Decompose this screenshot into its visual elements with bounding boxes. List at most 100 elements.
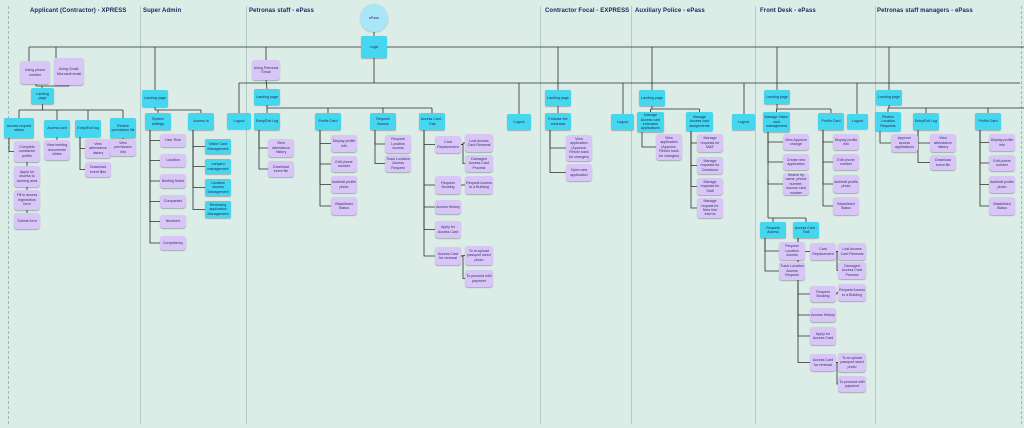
blacklisted-status-node[interactable]: Blacklisted Status [833,197,859,215]
access-to-node[interactable]: Access to [188,113,214,130]
manage-access-card-assignments-node[interactable]: Manage Access card assignments [686,112,713,131]
card-replacement-node[interactable]: Card Replacement [435,136,461,153]
location-node[interactable]: Location [160,154,186,167]
access-card-for-renewal-node[interactable]: Access Card for renewal [435,247,461,265]
blacklisted-status-node[interactable]: Blacklisted Status [331,197,357,215]
landing-page-node[interactable]: Landing page [545,90,571,106]
endorse-the-contracts-node[interactable]: Endorse the contracts [545,113,571,130]
request-location-access-node[interactable]: Request Location Access [779,242,805,260]
track-location-access-request-node[interactable]: Track Location Access Request [385,155,411,172]
download-event-file-node[interactable]: Download event file [268,161,294,177]
manage-access-card-extension-applications-node[interactable]: Manage Access card extension application… [637,112,664,132]
fill-in-access-registration-form-node[interactable]: Fill in access registration form [14,190,40,210]
user-role-node[interactable]: User Role [160,134,186,147]
view-briefing-documents-slides-node[interactable]: View briefing documents slides [44,140,70,160]
download-event-file-node[interactable]: Download event file [930,155,956,170]
logout-node[interactable]: Logout [847,114,868,129]
entry-exit-log-node[interactable]: Entry/Exit Log [254,113,280,130]
apply-for-access-card-node[interactable]: Apply for Access Card [435,221,461,238]
manage-request-for-new-hire-interns-node[interactable]: Manage request for New hire interns [697,198,723,218]
add-edit-profile-photo-node[interactable]: Add/edit profile photo [833,175,859,193]
edit-phone-number-node[interactable]: Edit phone number [833,154,859,170]
add-edit-profile-photo-node[interactable]: Add/edit profile photo [331,176,357,193]
view-application-approve-return-back-for-changes-node[interactable]: View application (Approve, Return back f… [566,135,592,161]
lanyard-management-node[interactable]: Lanyard management [205,159,231,174]
numbers-node[interactable]: Numbers [160,215,186,228]
access-card-node[interactable]: Access card [44,120,70,137]
landing-page-node[interactable]: Landing page [639,90,665,106]
landing-page-node[interactable]: Landing page [876,90,902,105]
briefing-notes-node[interactable]: Briefing Notes [160,174,186,188]
competency-node[interactable]: Competency [160,236,186,250]
landing-page-node[interactable]: Landing page [31,88,54,104]
open-new-application-node[interactable]: Open new application [566,164,592,181]
location-access-management-node[interactable]: Location Access Management [205,179,231,196]
profile-card-node[interactable]: Profile Card [975,113,1001,130]
profile-card-node[interactable]: Profile Card [818,113,844,130]
to-re-upload-passport-sized-photo-node[interactable]: To re-upload passport sized photo [465,246,493,265]
request-booking-node[interactable]: Request Booking [435,176,461,194]
system-settings-node[interactable]: System settings [145,113,171,130]
logout-node[interactable]: Logout [507,114,531,130]
view-permission-info-node[interactable]: View permission info [110,139,136,156]
request-access-node[interactable]: Request Access [760,222,786,238]
to-re-upload-passport-sized-photo-node[interactable]: To re-upload passport sized photo [838,353,866,372]
complete-contractor-profile-node[interactable]: Complete contractor profile [14,141,40,162]
request-access-node[interactable]: Request Access [370,113,396,130]
apply-for-access-card-node[interactable]: Apply for Access Card [810,327,836,345]
review-permission-list-node[interactable]: Review permission list [110,118,136,138]
blacklisted-status-node[interactable]: Blacklisted Status [989,197,1015,215]
display-profile-info-node[interactable]: Display profile info [331,135,357,152]
access-request-status-node[interactable]: Access request status [4,118,34,138]
approve-access-applications-node[interactable]: Approve access applications [891,134,918,152]
damaged-access-card-process-node[interactable]: Damaged Access Card Process [838,262,866,279]
submit-form-node[interactable]: Submit form [14,213,40,229]
search-by-name-phone-number-access-card-number-node[interactable]: Search by name, phone number, Access car… [783,173,809,195]
track-location-access-request-node[interactable]: Track Location Access Request [779,262,805,280]
logout-node[interactable]: Logout [611,114,634,130]
using-phone-number-node[interactable]: Using phone number [20,61,50,84]
reviewing-application-management-node[interactable]: Reviewing application Management [205,201,231,218]
manage-visitor-card-management-node[interactable]: Manage Visitor card management [763,112,790,132]
view-approve-change-node[interactable]: View Approve change [783,134,809,150]
access-history-node[interactable]: Access History [435,200,461,214]
epass-node[interactable]: ePass [360,4,388,32]
create-new-application-node[interactable]: Create new application [783,154,809,170]
card-replacement-node[interactable]: Card Replacement [810,243,836,260]
logout-node[interactable]: Logout [227,113,251,129]
download-event-files-node[interactable]: Download event files [85,162,111,177]
login-node[interactable]: Login [361,36,387,58]
landing-page-node[interactable]: Landing page [254,89,280,105]
view-application-approve-return-back-for-changes-node[interactable]: View application (Approve, Return back f… [656,134,682,160]
manage-requests-for-m-e-node[interactable]: Manage requests for M&E [697,134,723,152]
request-booking-node[interactable]: Request Booking [810,286,836,302]
view-attendance-history-node[interactable]: View attendance history [85,139,111,158]
landing-page-node[interactable]: Landing page [764,90,790,104]
manage-requests-for-contractor-node[interactable]: Manage requests for Contractor [697,157,723,174]
companies-node[interactable]: Companies [160,195,186,208]
logout-node[interactable]: Logout [732,114,755,130]
view-attendance-history-node[interactable]: View attendance history [930,134,956,152]
request-location-access-node[interactable]: Request Location Access [385,135,411,153]
profile-card-node[interactable]: Profile Card [315,113,341,130]
using-gmail-microsoft-email-node[interactable]: Using Gmail, Microsoft email [54,58,84,85]
entry-exit-log-node[interactable]: Entry/Exit log [75,120,101,137]
visitor-card-management-node[interactable]: Visitor Card Management [205,139,231,154]
display-profile-info-node[interactable]: Display profile info [833,134,859,150]
access-card-trail-node[interactable]: Access Card - Trail [793,222,819,238]
display-profile-info-node[interactable]: Display profile info [989,134,1015,151]
request-access-to-a-building-node[interactable]: Request Access to a Building [838,284,866,301]
manage-requests-for-staff-node[interactable]: Manage requests for Staff [697,178,723,195]
view-attendance-history-node[interactable]: View attendance history [268,139,294,157]
access-card-for-renewal-node[interactable]: Access Card for renewal [810,354,836,371]
lost-access-card-renewal-node[interactable]: Lost Access Card Renewal [465,134,493,152]
add-edit-profile-photo-node[interactable]: Add/edit profile photo [989,176,1015,193]
edit-phone-number-node[interactable]: Edit phone number [331,156,357,172]
to-proceed-with-payment-node[interactable]: To proceed with payment [465,270,493,287]
lost-access-card-renewal-node[interactable]: Lost Access Card Renewal [838,243,866,260]
access-card-trail-node[interactable]: Access Card - Trail [419,113,445,130]
using-petronas-email-node[interactable]: Using Petronas Email [252,60,280,80]
request-access-to-a-building-node[interactable]: Request Access to a Building [465,176,493,194]
damaged-access-card-process-node[interactable]: Damaged Access Card Process [465,155,493,172]
entry-exit-log-node[interactable]: Entry/Exit Log [913,113,939,130]
